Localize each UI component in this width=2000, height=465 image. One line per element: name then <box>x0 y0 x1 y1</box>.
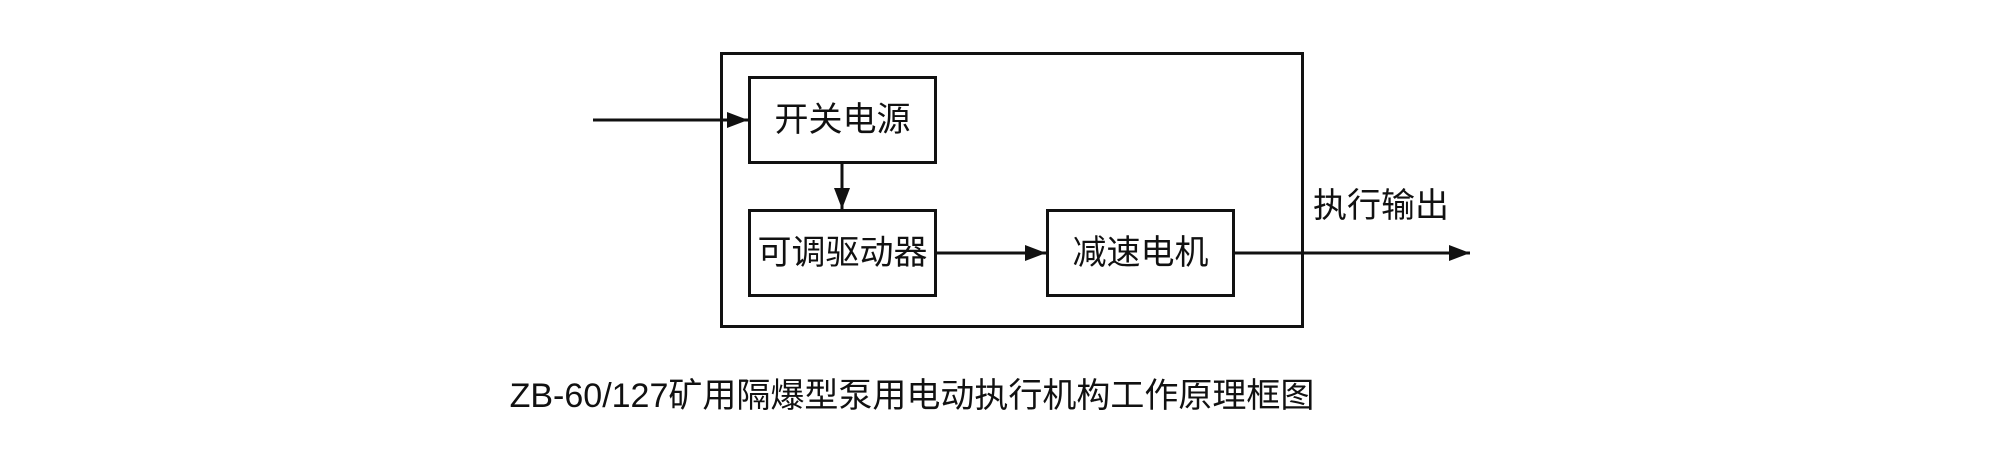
block-gear-motor: 减速电机 <box>1046 209 1235 297</box>
block-label: 减速电机 <box>1072 234 1209 272</box>
output-label: 执行输出 <box>1313 187 1449 225</box>
enclosure-box <box>720 52 1304 328</box>
block-switching-power-supply: 开关电源 <box>748 76 937 164</box>
block-label: 开关电源 <box>774 101 911 139</box>
diagram-caption: ZB-60/127矿用隔爆型泵用电动执行机构工作原理框图 <box>509 377 1315 415</box>
block-adjustable-driver: 可调驱动器 <box>748 209 937 297</box>
block-label: 可调驱动器 <box>757 234 928 272</box>
